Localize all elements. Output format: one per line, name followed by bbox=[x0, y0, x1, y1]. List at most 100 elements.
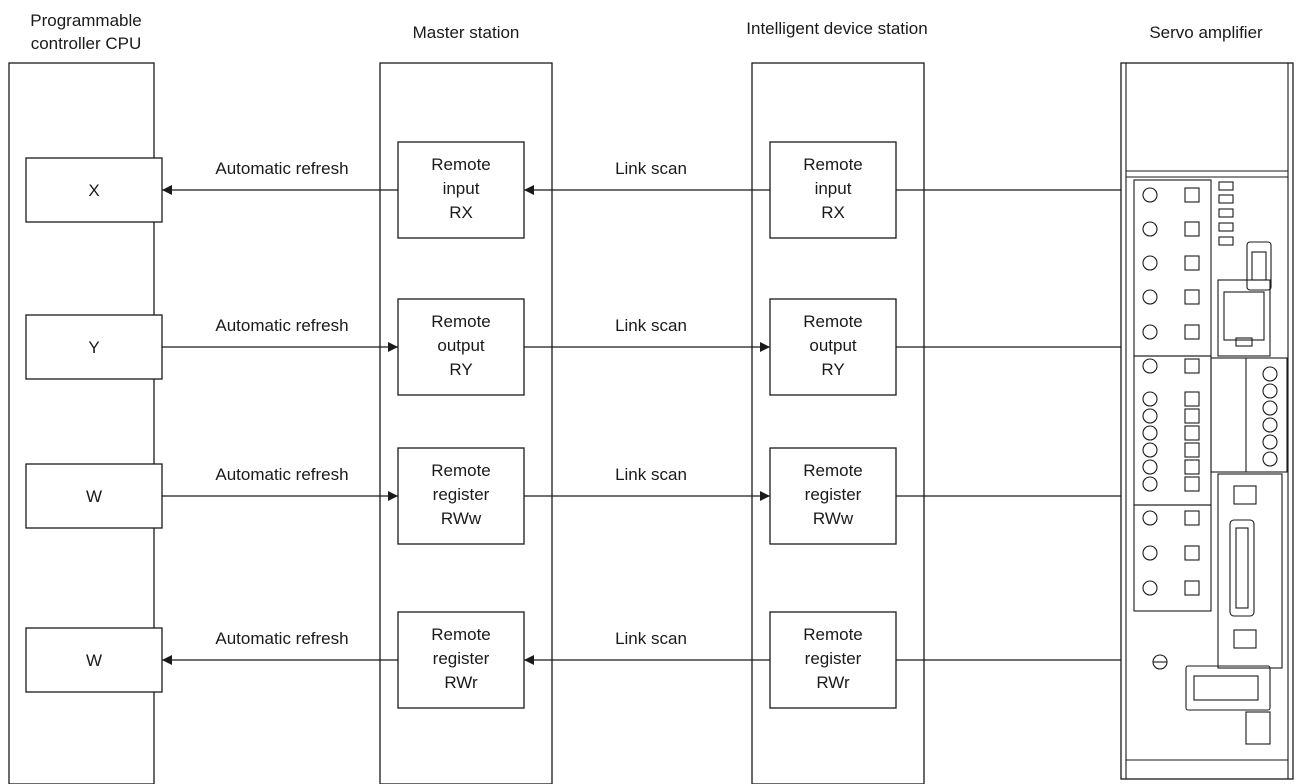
device-remote-label: register bbox=[805, 649, 862, 668]
status-led-icon bbox=[1184, 510, 1200, 526]
status-led-icon bbox=[1184, 442, 1200, 458]
automatic-refresh-label: Automatic refresh bbox=[215, 465, 348, 484]
status-led-icon bbox=[1184, 425, 1200, 441]
master-remote-label: Remote bbox=[431, 461, 491, 480]
cpu-device-label: Y bbox=[88, 338, 99, 357]
link-scan-arrow-head bbox=[760, 491, 770, 501]
master-remote-label: RWr bbox=[444, 673, 478, 692]
status-led-icon bbox=[1142, 442, 1158, 458]
network-port bbox=[1217, 279, 1271, 357]
device-remote-label: RY bbox=[821, 360, 844, 379]
battery-compartment bbox=[1185, 665, 1271, 745]
screw-icon bbox=[1152, 654, 1168, 670]
device-remote-box bbox=[769, 447, 897, 545]
link-scan-label: Link scan bbox=[615, 629, 687, 648]
status-led-icon bbox=[1142, 391, 1158, 407]
master-remote-label: Remote bbox=[431, 625, 491, 644]
status-led-icon bbox=[1142, 221, 1158, 237]
status-led-icon bbox=[1184, 187, 1200, 203]
link-scan-label: Link scan bbox=[615, 316, 687, 335]
link-scan-arrow-head bbox=[524, 185, 534, 195]
status-led-icon bbox=[1142, 545, 1158, 561]
device-remote-label: Remote bbox=[803, 461, 863, 480]
status-led-icon bbox=[1142, 476, 1158, 492]
status-led-icon bbox=[1142, 425, 1158, 441]
master-remote-label: Remote bbox=[431, 312, 491, 331]
status-led-icon bbox=[1184, 391, 1200, 407]
status-led-icon bbox=[1142, 289, 1158, 305]
cpu-device-box bbox=[25, 627, 163, 693]
status-led-icon bbox=[1184, 255, 1200, 271]
link-scan-arrow-head bbox=[524, 655, 534, 665]
device-remote-label: input bbox=[815, 179, 852, 198]
master-remote-label: register bbox=[433, 649, 490, 668]
cpu-title-line-1: Programmable bbox=[30, 11, 142, 30]
master-remote-label: output bbox=[437, 336, 485, 355]
terminal-pin-icon bbox=[1262, 451, 1278, 467]
status-led-icon bbox=[1184, 221, 1200, 237]
status-led-icon bbox=[1142, 324, 1158, 340]
master-remote-box bbox=[397, 141, 525, 239]
link-scan-arrow-head bbox=[760, 342, 770, 352]
terminal-block bbox=[1210, 357, 1288, 473]
refresh-arrow-head bbox=[162, 655, 172, 665]
terminal-pin-icon bbox=[1262, 366, 1278, 382]
master-remote-label: register bbox=[433, 485, 490, 504]
refresh-arrow-head bbox=[388, 491, 398, 501]
led-panel-lower bbox=[1133, 504, 1212, 612]
cpu-device-box bbox=[25, 463, 163, 529]
status-led-icon bbox=[1184, 545, 1200, 561]
cpu-title-line-2: controller CPU bbox=[31, 34, 142, 53]
indicator-leds bbox=[1218, 181, 1234, 246]
status-led-icon bbox=[1142, 358, 1158, 374]
master-remote-label: RY bbox=[449, 360, 472, 379]
link-scan-label: Link scan bbox=[615, 159, 687, 178]
terminal-pin-icon bbox=[1262, 383, 1278, 399]
device-remote-label: RWw bbox=[813, 509, 854, 528]
refresh-arrow-head bbox=[388, 342, 398, 352]
device-remote-label: Remote bbox=[803, 155, 863, 174]
automatic-refresh-label: Automatic refresh bbox=[215, 159, 348, 178]
device-remote-label: RX bbox=[821, 203, 845, 222]
status-led-icon bbox=[1142, 255, 1158, 271]
automatic-refresh-label: Automatic refresh bbox=[215, 316, 348, 335]
automatic-refresh-label: Automatic refresh bbox=[215, 629, 348, 648]
master-remote-label: RX bbox=[449, 203, 473, 222]
status-led-icon bbox=[1142, 187, 1158, 203]
io-connector bbox=[1217, 473, 1283, 669]
device-remote-label: RWr bbox=[816, 673, 850, 692]
intelligent-device-station-title: Intelligent device station bbox=[746, 19, 927, 38]
link-scan-label: Link scan bbox=[615, 465, 687, 484]
cpu-device-label: W bbox=[86, 651, 102, 670]
terminal-pin-icon bbox=[1262, 417, 1278, 433]
cpu-device-box bbox=[25, 314, 163, 380]
status-led-icon bbox=[1184, 358, 1200, 374]
status-led-icon bbox=[1184, 408, 1200, 424]
device-remote-label: Remote bbox=[803, 312, 863, 331]
status-led-icon bbox=[1184, 580, 1200, 596]
master-remote-box bbox=[397, 447, 525, 545]
terminal-pin-icon bbox=[1262, 434, 1278, 450]
cpu-device-label: X bbox=[88, 181, 99, 200]
master-remote-label: Remote bbox=[431, 155, 491, 174]
flow-row-4: WRemoteregisterRWrRemoteregisterRWrAutom… bbox=[25, 611, 1121, 709]
status-led-icon bbox=[1142, 459, 1158, 475]
servo-amplifier-device bbox=[1120, 62, 1294, 780]
device-remote-label: output bbox=[809, 336, 857, 355]
master-station-title: Master station bbox=[413, 23, 520, 42]
cpu-device-label: W bbox=[86, 487, 102, 506]
master-remote-label: RWw bbox=[441, 509, 482, 528]
cpu-device-box bbox=[25, 157, 163, 223]
terminal-pin-icon bbox=[1262, 400, 1278, 416]
servo-amplifier-title: Servo amplifier bbox=[1149, 23, 1263, 42]
status-led-icon bbox=[1142, 408, 1158, 424]
status-led-icon bbox=[1184, 324, 1200, 340]
status-led-icon bbox=[1142, 510, 1158, 526]
status-led-icon bbox=[1184, 476, 1200, 492]
master-remote-label: input bbox=[443, 179, 480, 198]
status-led-icon bbox=[1142, 580, 1158, 596]
device-remote-box bbox=[769, 611, 897, 709]
